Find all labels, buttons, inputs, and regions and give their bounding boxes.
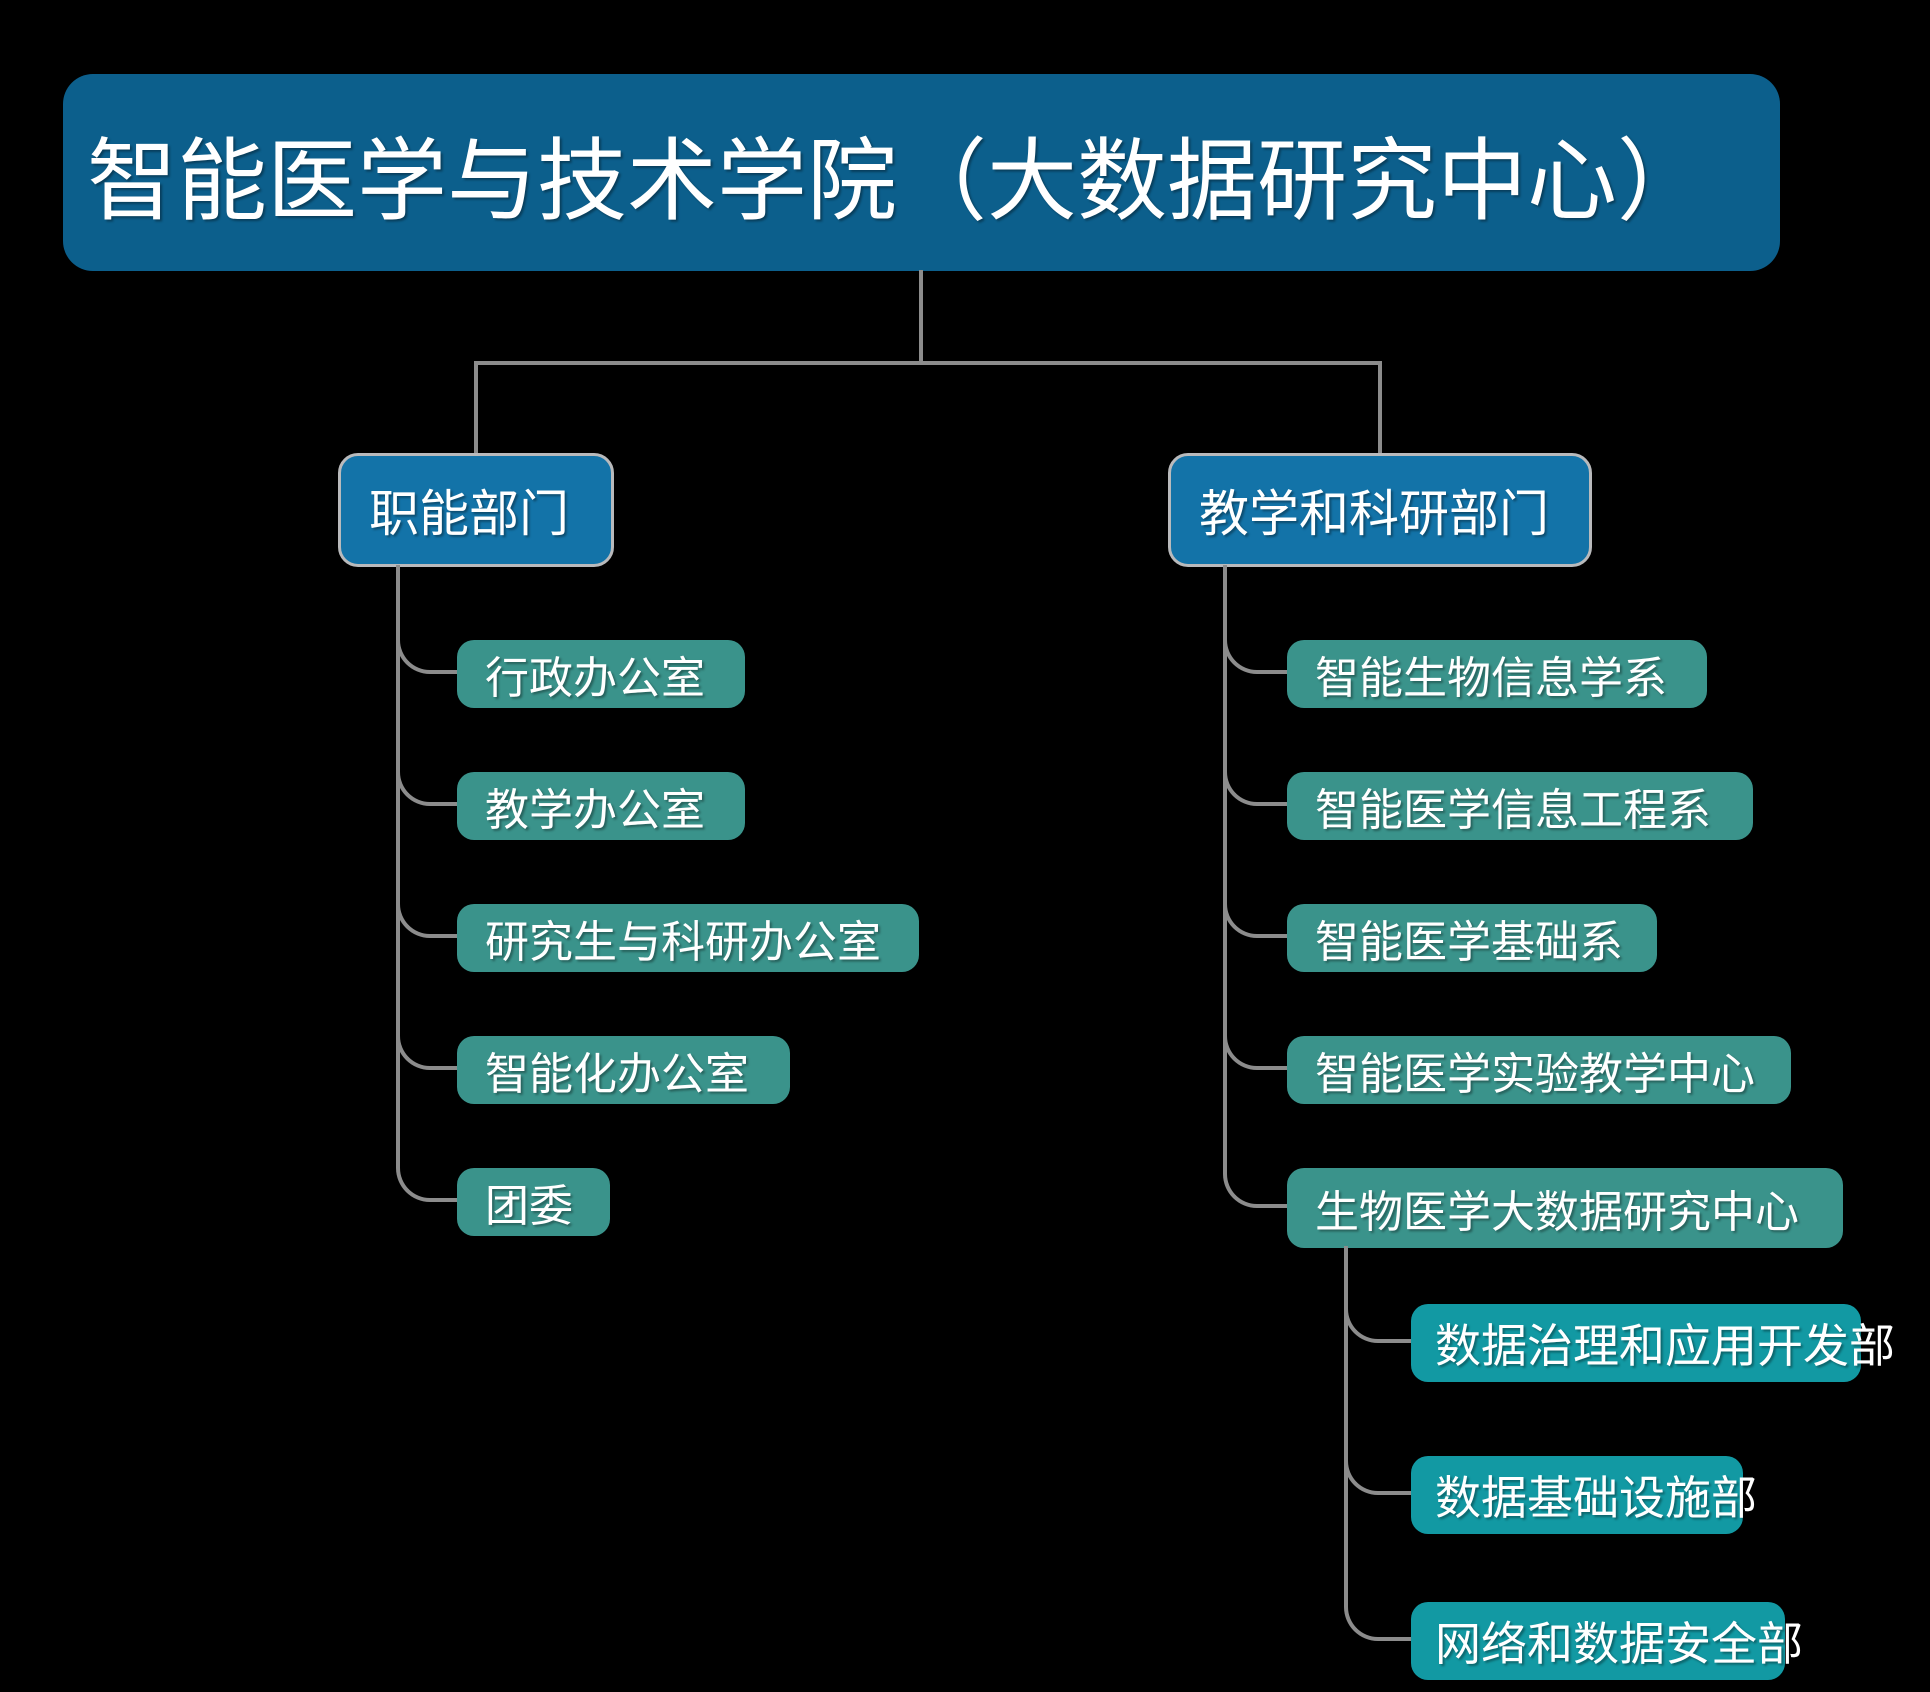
node-label: 智能医学信息工程系 xyxy=(1315,786,1711,835)
node-teaching-research-departments[interactable]: 教学和科研部门 xyxy=(1168,453,1592,567)
node-label: 智能医学与技术学院（大数据研究中心） xyxy=(87,131,1707,232)
node-intelligent-bioinformatics-dept[interactable]: 智能生物信息学系 xyxy=(1287,640,1707,708)
connector-elbow-bioinformatics xyxy=(1223,624,1287,674)
node-label: 教学办公室 xyxy=(485,786,705,835)
connector-elbow-intelligent-office xyxy=(396,1020,457,1070)
node-label: 数据基础设施部 xyxy=(1435,1472,1757,1524)
connector-root-stem xyxy=(919,270,923,363)
node-data-governance-app-dev-dept[interactable]: 数据治理和应用开发部 xyxy=(1411,1304,1895,1382)
node-intelligent-office[interactable]: 智能化办公室 xyxy=(457,1036,790,1104)
node-label: 教学和科研部门 xyxy=(1199,486,1549,542)
node-intelligent-medical-info-engineering-dept[interactable]: 智能医学信息工程系 xyxy=(1287,772,1753,840)
connector-elbow-medical-info-engineering xyxy=(1223,756,1287,806)
connector-elbow-graduate-research-office xyxy=(396,888,457,938)
connector-elbow-experimental-teaching-center xyxy=(1223,1020,1287,1070)
node-label: 智能生物信息学系 xyxy=(1315,654,1667,703)
node-label: 智能化办公室 xyxy=(485,1050,749,1099)
node-label: 研究生与科研办公室 xyxy=(485,918,881,967)
connector-right-trunk xyxy=(1223,565,1227,1172)
connector-elbow-youth-league xyxy=(396,1152,457,1202)
node-intelligent-medicine-experimental-teaching-center[interactable]: 智能医学实验教学中心 xyxy=(1287,1036,1791,1104)
connector-left-trunk xyxy=(396,565,400,1166)
connector-elbow-data-governance xyxy=(1344,1293,1411,1343)
connector-right-drop xyxy=(1378,361,1382,455)
node-root[interactable]: 智能医学与技术学院（大数据研究中心） xyxy=(63,74,1780,271)
node-data-infrastructure-dept[interactable]: 数据基础设施部 xyxy=(1411,1456,1757,1534)
node-functional-departments[interactable]: 职能部门 xyxy=(338,453,614,567)
connector-top-horizontal xyxy=(474,361,1382,365)
node-intelligent-medicine-foundation-dept[interactable]: 智能医学基础系 xyxy=(1287,904,1657,972)
connector-elbow-network-security xyxy=(1344,1591,1411,1641)
node-label: 智能医学实验教学中心 xyxy=(1315,1050,1755,1099)
connector-elbow-admin-office xyxy=(396,624,457,674)
node-teaching-office[interactable]: 教学办公室 xyxy=(457,772,745,840)
node-label: 数据治理和应用开发部 xyxy=(1435,1320,1895,1372)
node-biomedical-big-data-research-center[interactable]: 生物医学大数据研究中心 xyxy=(1287,1168,1843,1248)
node-label: 团委 xyxy=(485,1182,573,1231)
connector-elbow-teaching-office xyxy=(396,756,457,806)
connector-sub-trunk xyxy=(1344,1246,1348,1607)
connector-elbow-data-infrastructure xyxy=(1344,1445,1411,1495)
node-label: 网络和数据安全部 xyxy=(1435,1618,1803,1670)
connector-elbow-big-data-center xyxy=(1223,1158,1287,1208)
node-label: 行政办公室 xyxy=(485,654,705,703)
connector-elbow-medicine-foundation xyxy=(1223,888,1287,938)
node-label: 生物医学大数据研究中心 xyxy=(1315,1188,1799,1237)
node-youth-league[interactable]: 团委 xyxy=(457,1168,610,1236)
node-network-data-security-dept[interactable]: 网络和数据安全部 xyxy=(1411,1602,1803,1680)
node-admin-office[interactable]: 行政办公室 xyxy=(457,640,745,708)
node-graduate-research-office[interactable]: 研究生与科研办公室 xyxy=(457,904,919,972)
connector-left-drop xyxy=(474,361,478,455)
node-label: 智能医学基础系 xyxy=(1315,918,1623,967)
node-label: 职能部门 xyxy=(369,486,569,542)
